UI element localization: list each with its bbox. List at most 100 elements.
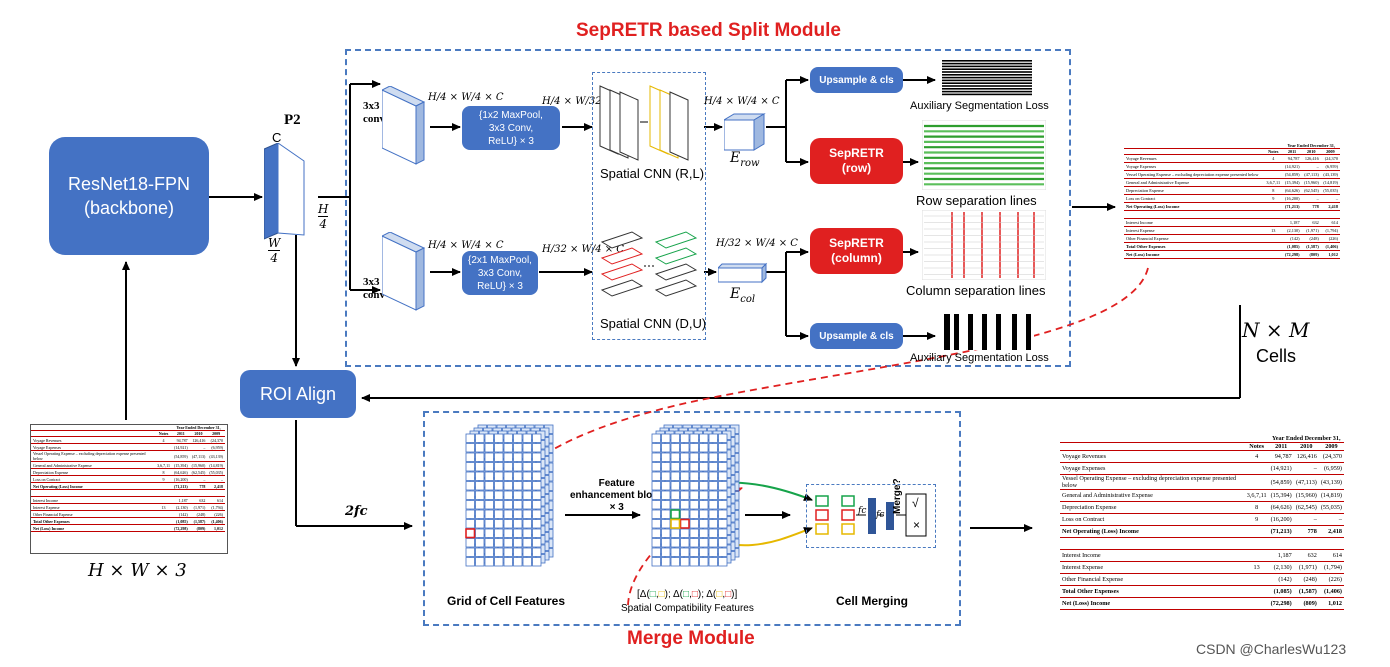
table-row: Net (Loss) Income(72,298)(809)1,012 [1060,597,1344,610]
aux-loss-col-label: Auxiliary Segmentation Loss [910,352,1049,364]
feature-cell [718,462,728,472]
feature-cell [689,538,699,548]
table-row: Other Financial Expense(142)(248)(226) [1060,573,1344,586]
feature-cell [475,443,485,453]
feature-cell [494,528,504,538]
feature-cell [680,490,690,500]
feature-cell [708,433,718,443]
merge-module-title: Merge Module [627,628,755,649]
feature-cell [680,433,690,443]
spatial-compat-label: Spatial Compatibility Features [621,603,754,614]
feature-cell [718,490,728,500]
row-stripe [942,65,1032,68]
e-col-block [718,262,768,284]
feature-cell [708,443,718,453]
highlighted-cell [679,518,690,529]
feature-cell [651,452,661,462]
feature-cell [484,509,494,519]
row-segmentation-map [940,58,1034,96]
feature-cell [465,547,475,557]
feature-cell [651,433,661,443]
row-dim-quarter: H/4 × W/4 × C [428,92,504,103]
merge-yes-icon: √ [912,496,919,510]
feature-cell [503,462,513,472]
feature-cell [475,481,485,491]
cells-label: Cells [1256,346,1297,366]
feature-cell [699,509,709,519]
col-stripe [1026,314,1031,350]
feature-cell [689,481,699,491]
col-stripe [968,314,973,350]
feature-cell [503,519,513,529]
feature-cell [651,547,661,557]
feature-cell [513,528,523,538]
table-row: Voyage Expenses(14,921)–(6,959) [31,443,225,451]
row-separation-thumbnail [922,120,1046,190]
col-separation-label: Column separation lines [906,283,1046,298]
feature-cell [475,500,485,510]
feature-cell [465,452,475,462]
feature-cell [670,500,680,510]
watermark: CSDN @CharlesWu123 [1196,641,1347,657]
input-dim-label: H × W × 3 [88,560,187,581]
feature-cell [484,471,494,481]
feature-cell [680,538,690,548]
feature-cell [465,433,475,443]
feature-cell [503,500,513,510]
feature-cell [503,433,513,443]
feature-cell [651,462,661,472]
row-stripe [942,93,1032,96]
feature-cell [708,462,718,472]
feature-cell [465,519,475,529]
feature-cell [699,490,709,500]
feature-cell [522,519,532,529]
feature-cell [661,538,671,548]
feature-cell [522,557,532,567]
table-header-row: Year Ended December 31, [1124,143,1340,149]
feature-cell [670,433,680,443]
feature-cell [651,500,661,510]
e-col-dim: H/32 × W/4 × C [716,238,798,249]
feature-cell [532,500,542,510]
table-row: Voyage Expenses(14,921)–(6,959) [1124,162,1340,171]
feature-cell [699,557,709,567]
feature-cell [708,452,718,462]
feature-cell [503,538,513,548]
feature-cell [532,509,542,519]
feature-cell [503,481,513,491]
feature-cell [465,462,475,472]
feature-cell [503,547,513,557]
feature-cell [522,500,532,510]
feature-cell [661,500,671,510]
feature-cell [680,519,690,529]
feature-cell [699,471,709,481]
feature-cell [661,528,671,538]
row-stripe [942,74,1032,76]
e-row-dim: H/4 × W/4 × C [704,96,780,107]
feature-cell [699,443,709,453]
feature-cell [522,481,532,491]
split-module-frame [345,49,1071,367]
feature-cell [718,519,728,529]
feature-cell [689,509,699,519]
feature-cell [503,471,513,481]
feature-cell [670,557,680,567]
feature-cell [494,509,504,519]
feature-cell [670,519,680,529]
feature-cell [465,481,475,491]
feature-cell [689,452,699,462]
feature-cell [465,490,475,500]
spatial-compat-formula: [Δ(□,□); Δ(□,□); Δ(□,□)] [637,589,738,600]
row-conv-feature-map [382,86,426,165]
feature-cell [708,528,718,538]
feature-cell [532,443,542,453]
feature-cell [465,509,475,519]
feature-cell [689,528,699,538]
table-header-row: Year Ended December 31, [31,425,225,431]
table-row: Vessel Operating Expense – excluding dep… [1124,170,1340,179]
